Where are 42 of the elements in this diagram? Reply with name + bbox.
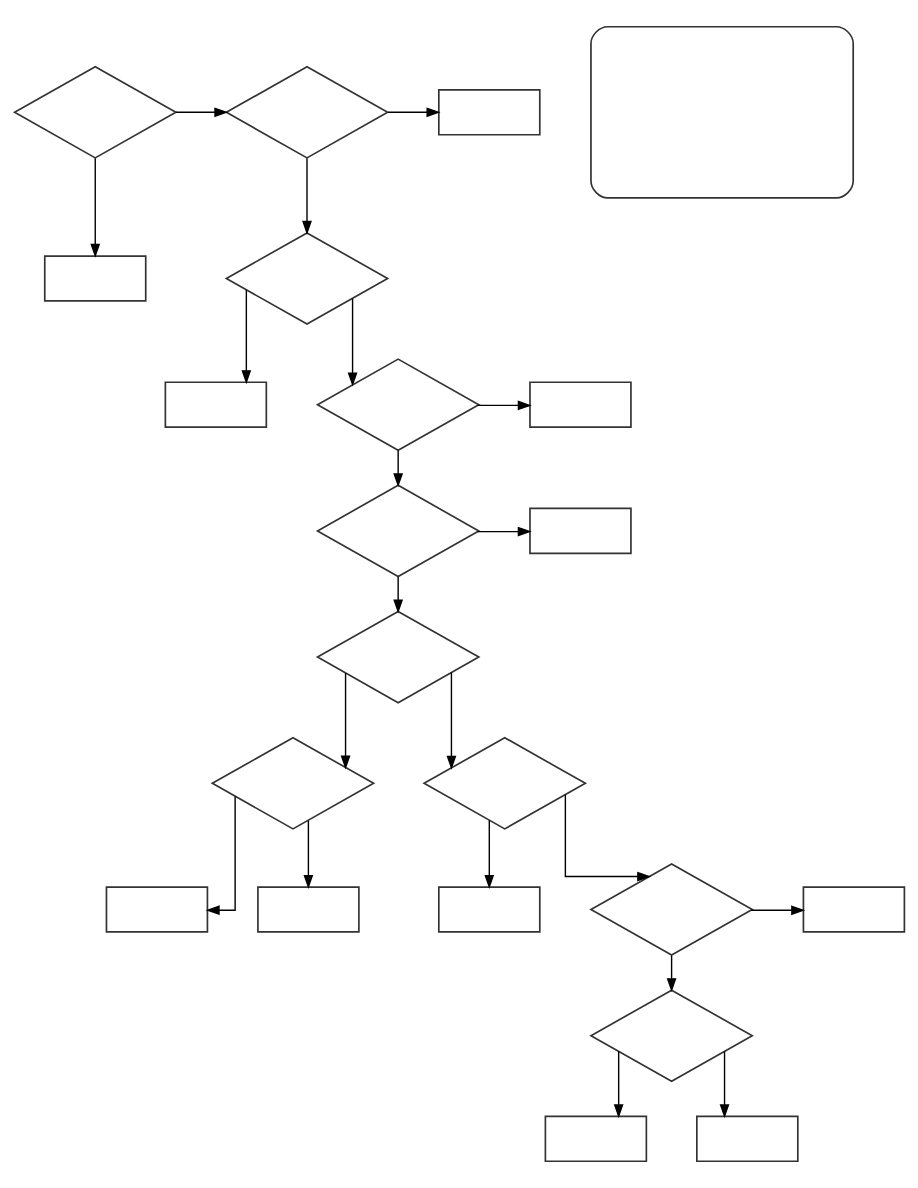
- arrow: [446, 671, 456, 770]
- arrow: [564, 794, 651, 882]
- arrow: [719, 1050, 729, 1119]
- node-box: [437, 89, 541, 136]
- arrow: [392, 576, 403, 614]
- node-diamond: [224, 65, 389, 159]
- node-diamond: [421, 736, 587, 830]
- arrow: [476, 526, 532, 537]
- arrow: [483, 819, 494, 889]
- arrow: [205, 795, 236, 916]
- arrow: [749, 905, 805, 916]
- arrow: [89, 157, 100, 258]
- node-box: [544, 1115, 647, 1163]
- arrow: [613, 1050, 624, 1119]
- node-diamond: [224, 231, 389, 325]
- node-box: [105, 886, 208, 933]
- arrow: [240, 289, 251, 385]
- node-box: [528, 507, 632, 555]
- node-box: [695, 1115, 799, 1163]
- node-box: [528, 381, 632, 428]
- arrow: [666, 954, 676, 993]
- arrow: [386, 107, 440, 118]
- node-diamond: [210, 736, 375, 830]
- node-box: [43, 255, 147, 302]
- arrow: [301, 157, 312, 235]
- node-box: [164, 381, 267, 428]
- node-diamond: [588, 989, 754, 1083]
- arrow: [174, 107, 228, 118]
- arrow: [303, 819, 313, 889]
- node-box: [437, 886, 541, 933]
- arrow: [476, 400, 532, 411]
- node-diamond: [315, 610, 480, 704]
- node-box: [256, 886, 360, 933]
- node-diamond: [315, 484, 480, 578]
- node-box: [802, 886, 905, 933]
- node-diamond: [315, 358, 480, 452]
- arrow: [347, 298, 357, 387]
- arrow: [392, 449, 403, 488]
- node-box: [589, 25, 854, 199]
- node-diamond: [12, 65, 178, 159]
- arrow: [340, 672, 350, 770]
- node-diamond: [588, 863, 754, 957]
